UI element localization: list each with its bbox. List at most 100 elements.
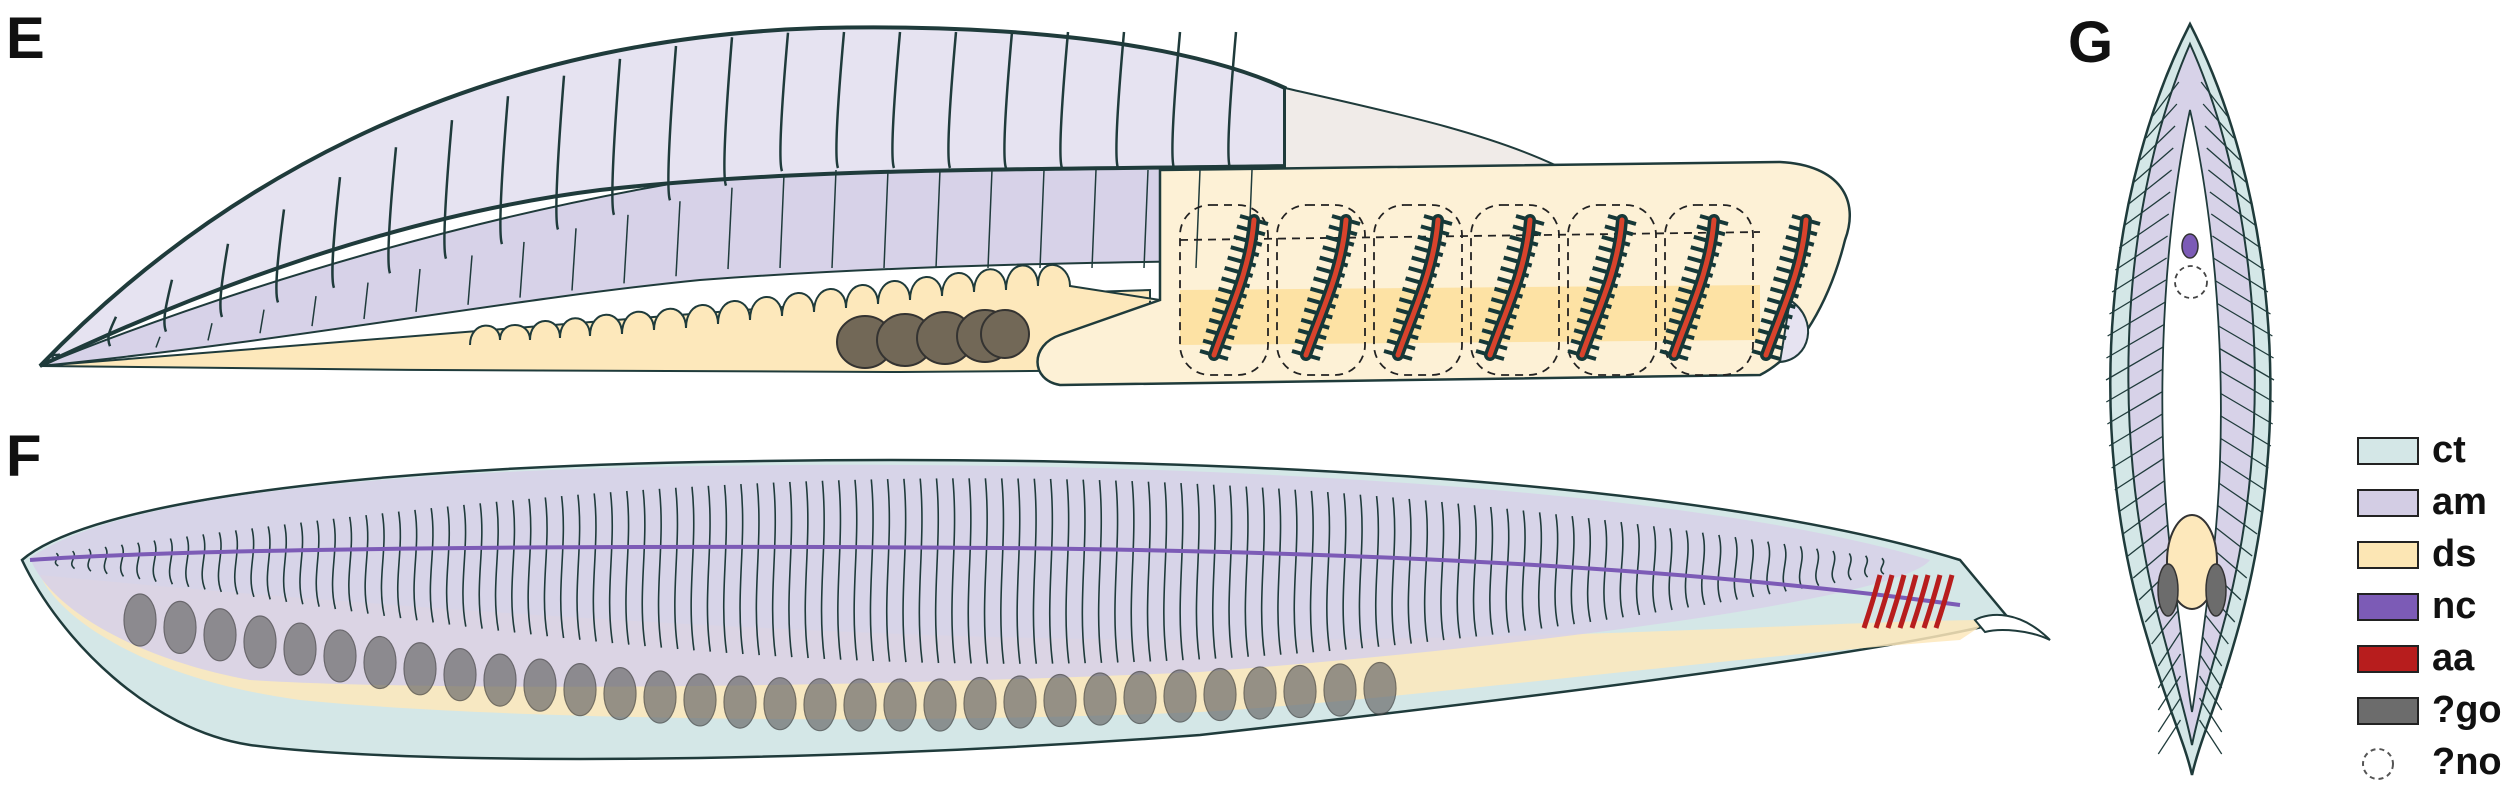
legend-item-nc: nc: [2357, 585, 2476, 627]
myomere-septum: [136, 542, 141, 580]
muscle-hatch-line: [2107, 301, 2166, 337]
gonad: [1243, 666, 1277, 720]
muscle-hatch-line: [2123, 191, 2171, 227]
myomere-septum: [987, 169, 993, 269]
panel-f-nerve-cord: [29, 544, 1961, 607]
muscle-hatch-line: [2198, 675, 2223, 711]
myomere-septum: [445, 506, 451, 625]
arch-artery: [1303, 217, 1349, 358]
gonad: [803, 678, 837, 732]
branchial-arch: [1567, 214, 1637, 361]
panel-g-gonad-right: [2205, 563, 2227, 617]
myomere-septum: [1717, 534, 1722, 603]
myomere-septum: [1863, 555, 1869, 578]
muscle-hatch-line: [2118, 213, 2170, 249]
myomere-septum: [559, 495, 565, 639]
myomere-septum: [185, 536, 190, 588]
myomere-septum: [87, 548, 92, 572]
myomere-septum: [1407, 498, 1412, 644]
muscle-hatch-line: [2128, 169, 2173, 205]
legend-label: aa: [2432, 637, 2475, 679]
myomere-septum: [1440, 501, 1445, 641]
panel-e-gonads: [836, 309, 1030, 369]
gonad: [363, 635, 397, 690]
myomere-septum: [1831, 550, 1836, 584]
gonad: [1083, 672, 1117, 726]
myomere-septum: [478, 503, 483, 629]
panel-e-lower-septa: [155, 169, 1253, 348]
legend-swatch: [2362, 748, 2394, 780]
arch-artery: [1579, 217, 1625, 358]
branchial-arch: [1475, 214, 1545, 361]
myomere-septum: [675, 201, 681, 277]
myomere-septum: [259, 309, 265, 334]
legend-label: ?no: [2432, 741, 2502, 783]
myomere-septum: [119, 544, 125, 577]
myomere-septum: [282, 524, 288, 603]
myomere-septum: [1766, 541, 1771, 595]
myomere-septum: [519, 241, 525, 298]
arch-artery: [1211, 217, 1257, 358]
legend-label: ds: [2432, 533, 2476, 575]
myomere-septum: [1171, 31, 1182, 169]
muscle-hatch-line: [2213, 279, 2271, 315]
muscle-hatch-line: [2114, 235, 2168, 271]
myomere-septum: [723, 37, 734, 187]
gonad: [283, 622, 317, 676]
panel-f-anterior-arches: [1861, 574, 1955, 629]
gonad: [723, 675, 757, 729]
gonad: [683, 673, 717, 727]
muscle-hatch-line: [2145, 103, 2178, 139]
gonad: [203, 608, 237, 662]
myomere-septum: [1815, 548, 1820, 587]
myomere-septum: [234, 530, 239, 595]
gonad: [1003, 675, 1037, 729]
myomere-septum: [837, 480, 842, 660]
myomere-septum: [623, 214, 629, 284]
legend-item-am: am: [2357, 481, 2487, 523]
myomere-septum: [527, 498, 532, 635]
myomere-septum: [1456, 503, 1461, 639]
legend-label: ?go: [2432, 689, 2502, 731]
dashed-chamber: [1179, 204, 1269, 376]
myomere-septum: [820, 480, 826, 660]
gonad: [1163, 669, 1197, 723]
muscle-hatch-line: [2213, 411, 2272, 447]
muscle-hatch-line: [2118, 477, 2169, 513]
gonad: [443, 648, 477, 702]
myomere-septum: [1195, 483, 1201, 660]
myomere-septum: [217, 532, 223, 593]
myomere-septum: [1358, 494, 1364, 649]
myomere-septum: [1228, 485, 1233, 658]
myomere-septum: [1701, 532, 1706, 606]
dashed-chamber-line: [1179, 231, 1761, 241]
muscle-hatch-line: [2213, 257, 2269, 293]
myomere-septum: [555, 75, 566, 230]
arch-artery: [1897, 574, 1919, 629]
myomere-septum: [1260, 487, 1266, 656]
muscle-hatch-line: [2214, 389, 2273, 425]
muscle-hatch-line: [2157, 675, 2182, 711]
myomere-septum: [1048, 478, 1054, 664]
gonad: [763, 677, 797, 731]
myomere-septum: [779, 174, 785, 269]
muscle-hatch-line: [2151, 609, 2180, 645]
muscle-hatch-line: [2106, 323, 2166, 359]
myomere-septum: [70, 550, 76, 570]
myomere-septum: [1244, 486, 1249, 657]
myomere-septum: [727, 187, 733, 270]
myomere-septum: [934, 478, 940, 664]
myomere-septum: [1652, 526, 1657, 613]
dashed-chamber: [1470, 204, 1560, 376]
myomere-septum: [219, 243, 230, 318]
myomere-septum: [1195, 169, 1201, 269]
myomere-septum: [722, 484, 728, 653]
myomere-septum: [1489, 506, 1494, 635]
myomere-septum: [1039, 169, 1045, 269]
gonad: [1123, 670, 1157, 725]
legend-swatch: [2357, 437, 2419, 465]
panel-f-myomere-field: [30, 464, 1930, 687]
myomere-septum: [1570, 516, 1575, 625]
myomere-septum: [499, 96, 510, 245]
arch-artery: [1861, 574, 1883, 629]
